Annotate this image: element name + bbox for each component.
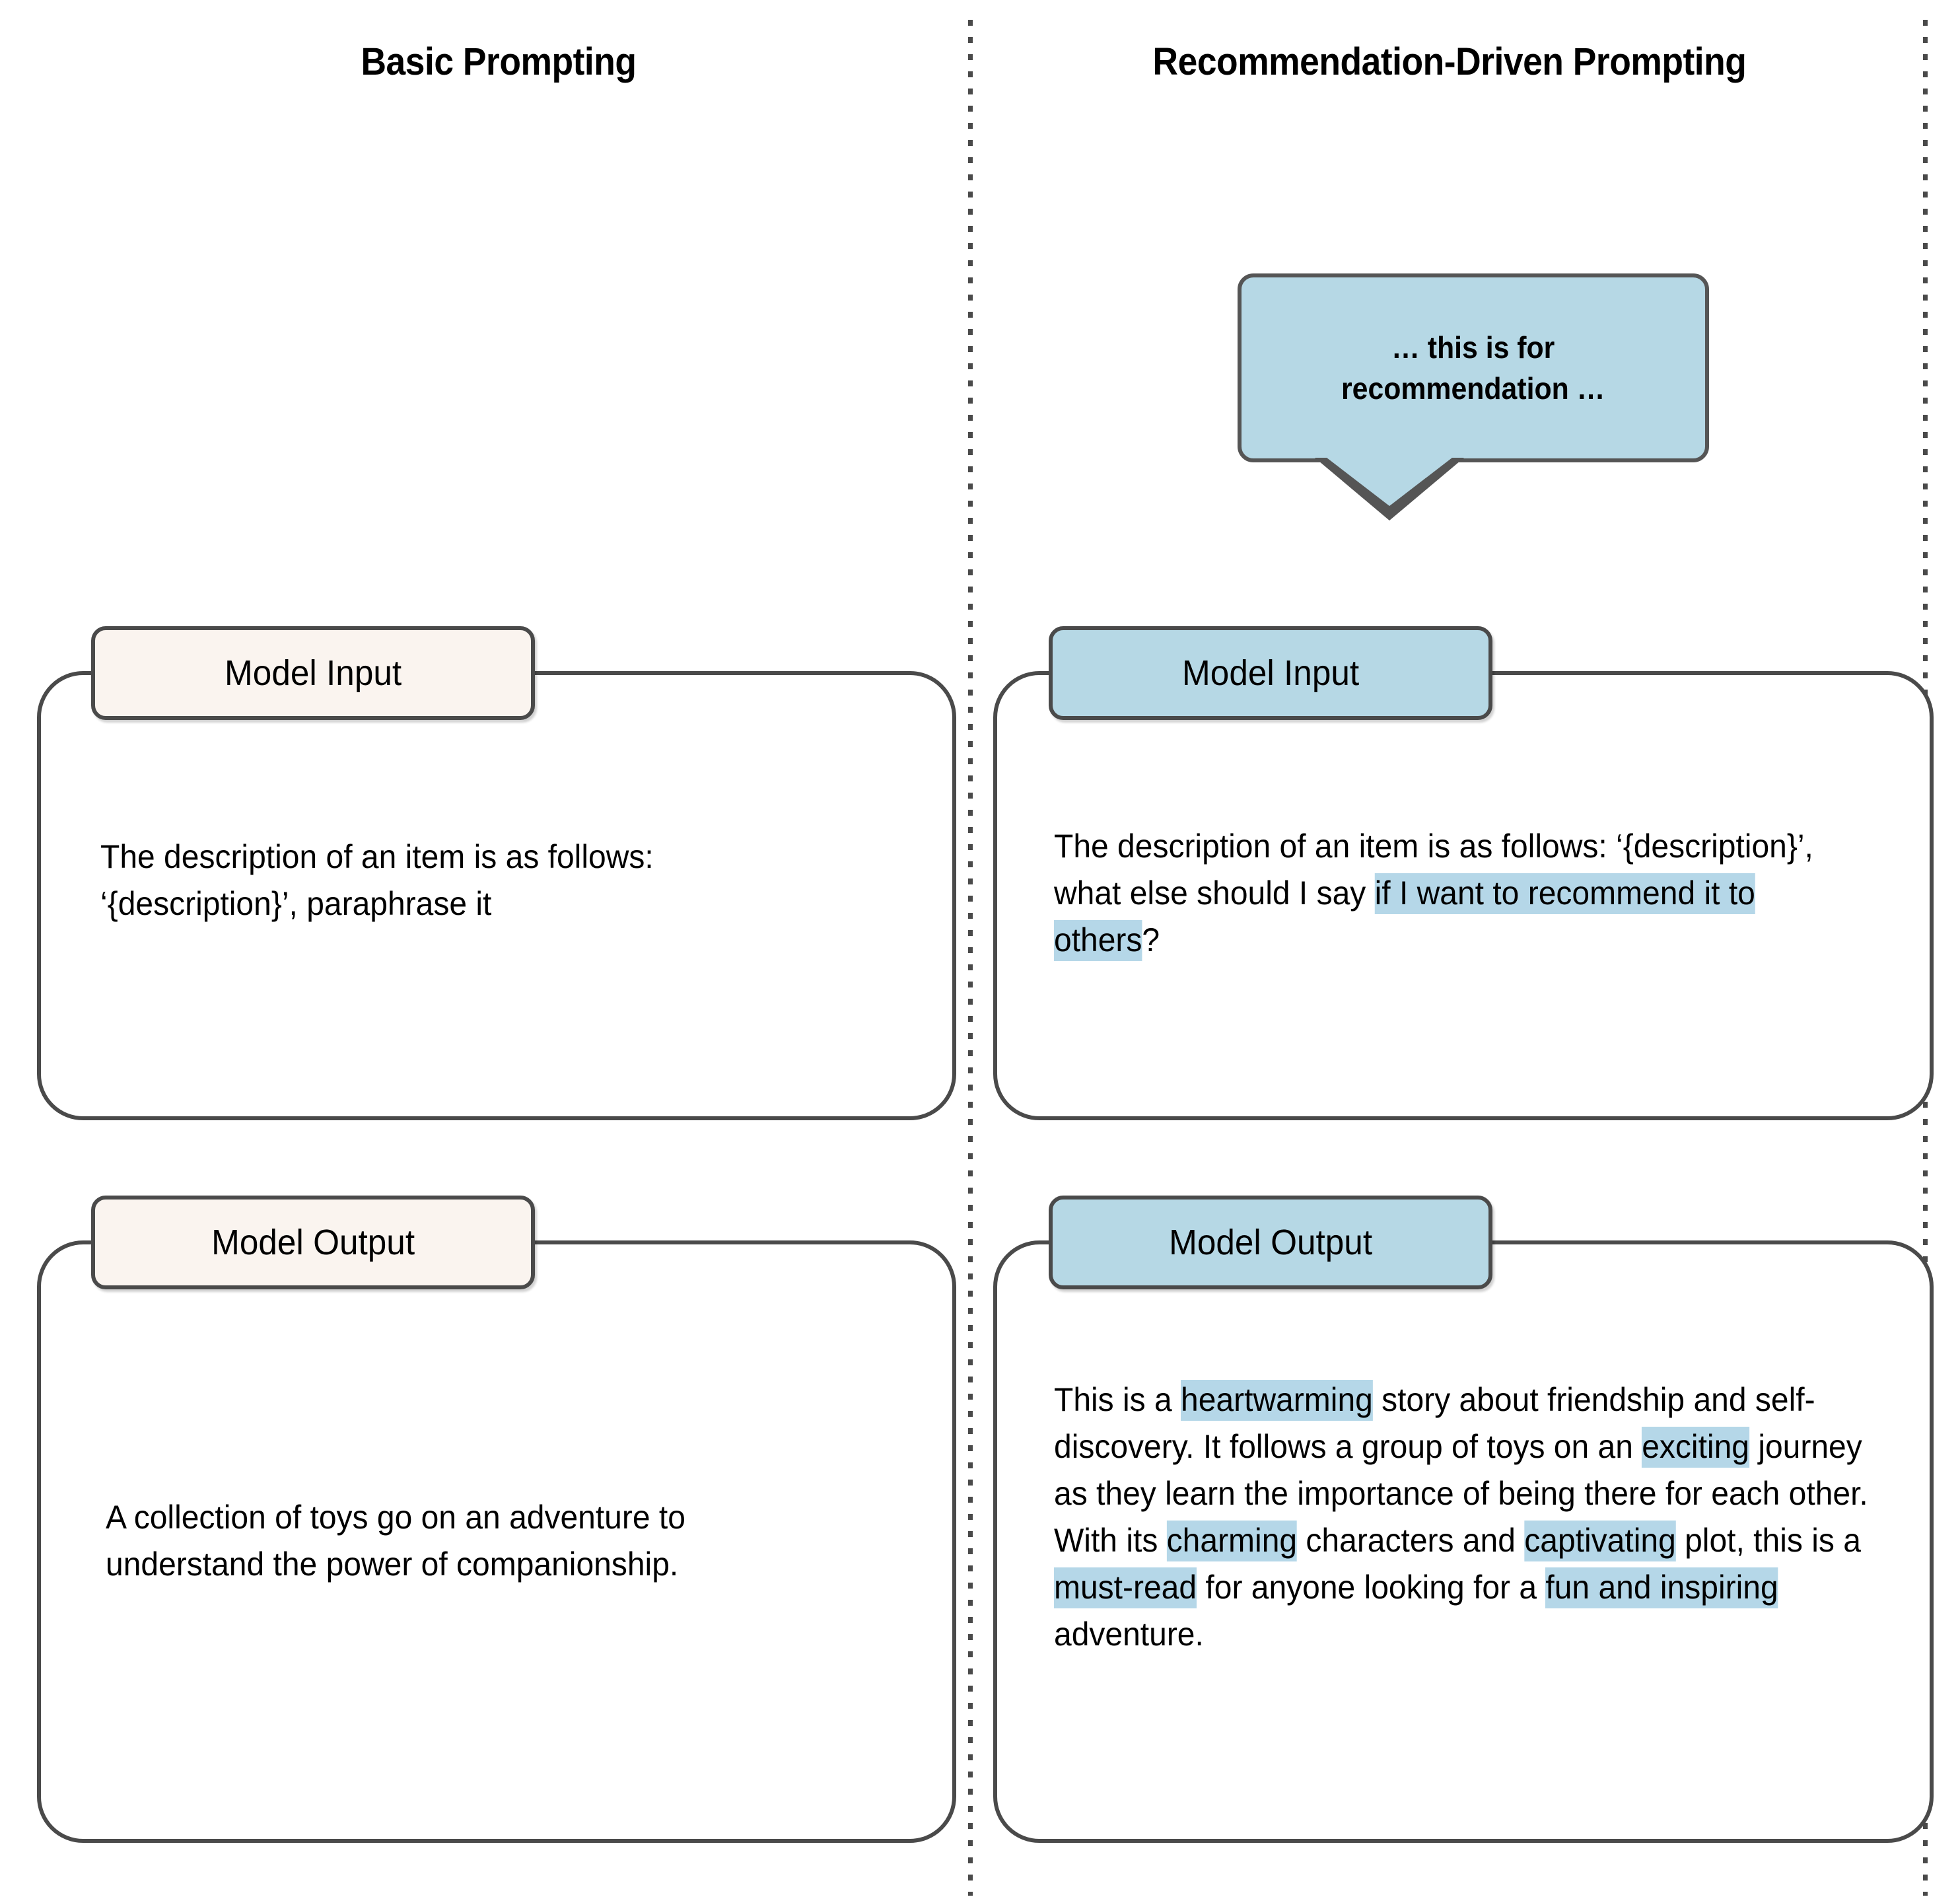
- tab-recommendation-model-input-label: Model Input: [1181, 653, 1360, 693]
- tab-basic-model-output[interactable]: Model Output: [91, 1196, 535, 1289]
- column-heading-basic-prompting: Basic Prompting: [361, 40, 637, 83]
- highlighted-phrase: exciting: [1642, 1427, 1749, 1468]
- text-basic-model-output: A collection of toys go on an adventure …: [106, 1494, 835, 1588]
- highlighted-phrase: charming: [1166, 1521, 1298, 1561]
- tab-recommendation-model-output[interactable]: Model Output: [1049, 1196, 1492, 1289]
- highlighted-phrase: must-read: [1054, 1567, 1197, 1608]
- plain-text-run: A collection of toys go on an adventure …: [106, 1499, 685, 1583]
- plain-text-run: The description of an item is as follows…: [1054, 828, 1813, 912]
- speech-bubble-line-2: recommendation …: [1341, 371, 1605, 406]
- speech-bubble-text: … this is for recommendation …: [1323, 327, 1623, 409]
- plain-text-run: This is a: [1054, 1381, 1181, 1418]
- panel-basic-model-output: [37, 1240, 956, 1843]
- panel-recommendation-model-output: [993, 1240, 1934, 1843]
- text-basic-model-input: The description of an item is as follows…: [100, 834, 810, 927]
- plain-text-run: plot, this is a: [1675, 1522, 1861, 1559]
- speech-bubble: … this is for recommendation …: [1238, 273, 1709, 462]
- column-divider-center: [968, 20, 973, 1896]
- panel-basic-model-input: [37, 671, 956, 1120]
- tab-recommendation-model-input[interactable]: Model Input: [1049, 626, 1492, 720]
- tab-recommendation-model-output-label: Model Output: [1169, 1223, 1372, 1262]
- speech-bubble-line-1: … this is for: [1391, 330, 1555, 365]
- column-heading-recommendation-driven-prompting: Recommendation-Driven Prompting: [1152, 40, 1747, 83]
- plain-text-run: ?: [1142, 921, 1160, 958]
- highlighted-phrase: captivating: [1524, 1521, 1676, 1561]
- tab-basic-model-input[interactable]: Model Input: [91, 626, 535, 720]
- plain-text-run: adventure.: [1054, 1616, 1204, 1653]
- tab-basic-model-input-label: Model Input: [224, 653, 402, 693]
- plain-text-run: The description of an item is as follows…: [100, 838, 654, 922]
- plain-text-run: story about friendship and self-discover…: [1054, 1381, 1815, 1465]
- highlighted-phrase: fun and inspiring: [1545, 1567, 1778, 1608]
- plain-text-run: journey as they learn the importance of …: [1054, 1428, 1868, 1559]
- text-recommendation-model-output: This is a heartwarming story about frien…: [1054, 1377, 1872, 1658]
- speech-bubble-tail-fill: [1321, 453, 1458, 506]
- plain-text-run: for anyone looking for a: [1197, 1569, 1546, 1606]
- plain-text-run: characters and: [1297, 1522, 1525, 1559]
- text-recommendation-model-input: The description of an item is as follows…: [1054, 823, 1853, 964]
- highlighted-phrase: heartwarming: [1181, 1380, 1373, 1421]
- tab-basic-model-output-label: Model Output: [211, 1223, 415, 1262]
